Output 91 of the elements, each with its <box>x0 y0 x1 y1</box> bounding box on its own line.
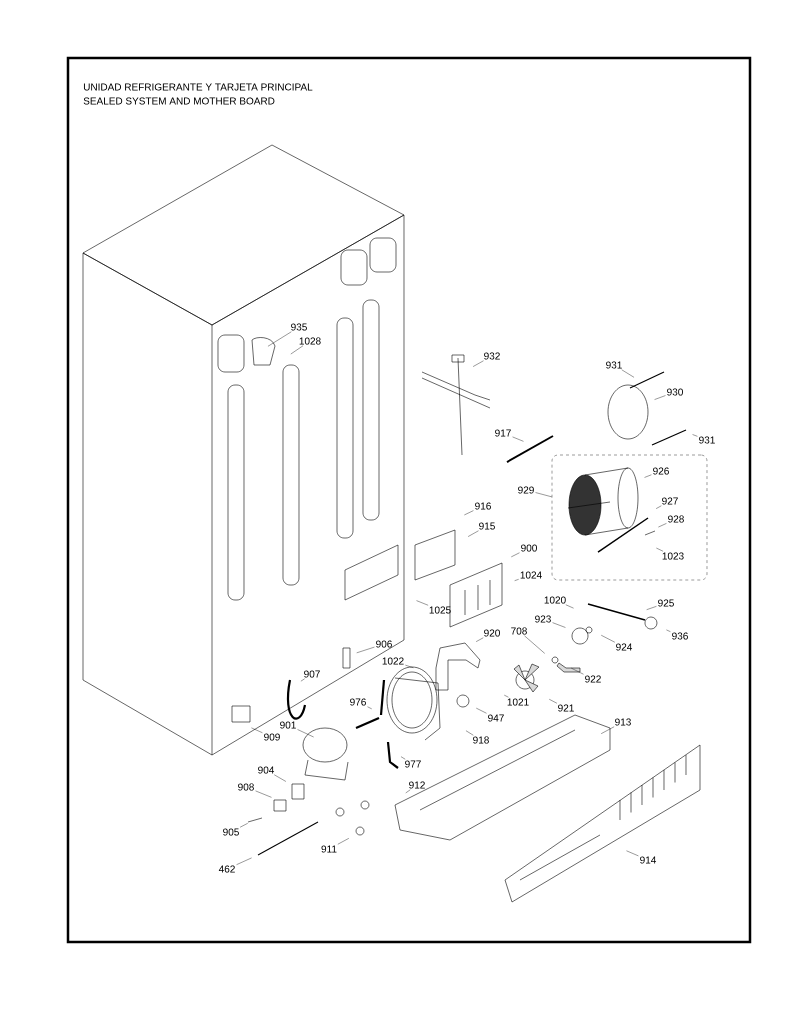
leader-line <box>565 604 574 609</box>
leader-line <box>549 699 558 704</box>
callout-number: 462 <box>218 865 235 873</box>
leader-line <box>405 789 411 794</box>
title: UNIDAD REFRIGERANTE Y TARJETA PRINCIPAL <box>83 83 313 91</box>
leader-line <box>666 629 671 632</box>
leader-line <box>692 434 698 437</box>
callout-number: 914 <box>640 856 657 864</box>
leader-line <box>300 678 305 682</box>
callout-number: 977 <box>405 760 421 768</box>
callout-number: 908 <box>238 783 254 791</box>
leader-line <box>504 694 509 698</box>
callout-number: 936 <box>672 632 688 640</box>
leader-line <box>467 530 479 537</box>
callout-number: 931 <box>699 436 715 444</box>
leader-line <box>552 622 566 628</box>
leader-line <box>655 505 662 509</box>
callout-number: 1023 <box>662 552 684 560</box>
callout-number: 929 <box>518 486 534 494</box>
callout-number: 976 <box>350 698 366 706</box>
callout-number: 927 <box>662 497 678 505</box>
leader-line <box>601 635 616 643</box>
leader-line <box>274 774 287 782</box>
callout-number: 925 <box>658 599 674 607</box>
callout-number: 913 <box>615 718 631 726</box>
subtitle: SEALED SYSTEM AND MOTHER BOARD <box>83 97 275 105</box>
leader-line <box>654 395 666 400</box>
leader-line <box>416 600 429 606</box>
leader-line <box>646 606 657 610</box>
leader-line <box>405 664 414 668</box>
callout-number: 932 <box>484 352 500 360</box>
callout-number: 909 <box>264 733 280 741</box>
callout-number: 928 <box>668 515 684 523</box>
callout-number: 1024 <box>520 571 542 579</box>
leader-line <box>297 729 314 738</box>
callout-number: 920 <box>484 629 500 637</box>
leader-line <box>475 637 484 642</box>
group-box <box>551 454 708 581</box>
callout-number: 905 <box>223 828 239 836</box>
callout-number: 935 <box>291 323 307 331</box>
leader-line <box>290 345 304 355</box>
leader-line <box>658 523 667 528</box>
callout-number: 901 <box>280 721 296 729</box>
leader-line <box>571 667 584 675</box>
leader-line <box>644 474 652 478</box>
leader-line <box>255 790 272 798</box>
leader-line <box>524 635 545 654</box>
leader-line <box>251 727 263 733</box>
callout-number: 947 <box>488 714 504 722</box>
leader-line <box>514 579 519 581</box>
callout-number: 708 <box>511 627 527 635</box>
leader-line <box>621 369 635 378</box>
callout-number: 915 <box>479 522 495 530</box>
leader-line <box>626 850 639 857</box>
leader-line <box>472 360 484 367</box>
callout-number: 923 <box>535 615 551 623</box>
callout-number: 916 <box>475 502 491 510</box>
callout-number: 1020 <box>544 596 566 604</box>
callout-number: 1022 <box>382 657 404 665</box>
callout-number: 907 <box>304 670 320 678</box>
callout-number: 900 <box>521 544 537 552</box>
leader-line <box>511 552 520 558</box>
callout-number: 922 <box>585 675 601 683</box>
callout-number: 924 <box>616 643 633 651</box>
callout-number: 1025 <box>429 606 451 614</box>
leader-line <box>512 436 524 442</box>
leader-line <box>465 730 474 736</box>
leader-line <box>236 857 252 865</box>
leader-line <box>600 726 615 734</box>
callout-number: 931 <box>606 361 622 369</box>
callout-number: 1021 <box>507 698 529 706</box>
leader-line <box>476 707 487 714</box>
callout-number: 912 <box>409 781 425 789</box>
callout-number: 911 <box>321 845 337 853</box>
leader-line <box>535 492 552 498</box>
callout-number: 917 <box>495 429 511 437</box>
leader-line <box>400 756 406 760</box>
leader-line <box>356 646 375 654</box>
leader-line <box>337 838 350 845</box>
leader-line <box>656 547 664 552</box>
leader-line <box>367 706 372 710</box>
leader-line <box>239 823 248 828</box>
callout-number: 906 <box>376 640 392 648</box>
callout-number: 930 <box>667 388 683 396</box>
leader-line <box>464 510 474 516</box>
callout-number: 918 <box>473 736 489 744</box>
leader-line <box>267 331 292 347</box>
callout-number: 921 <box>558 704 574 712</box>
callout-number: 926 <box>653 467 669 475</box>
callout-number: 1028 <box>299 337 321 345</box>
callout-number: 904 <box>258 766 275 774</box>
